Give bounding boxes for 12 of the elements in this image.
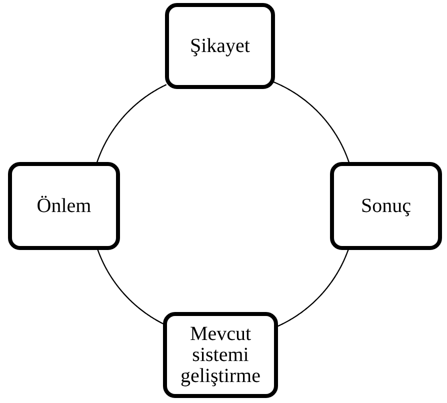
connector-arc [273, 81, 350, 164]
rounded-box [8, 162, 120, 250]
box-label: Önlem [36, 196, 92, 216]
connector-arc [96, 84, 167, 164]
rounded-box [163, 312, 278, 398]
rounded-box [330, 162, 442, 250]
connector-arc [276, 248, 350, 328]
connector-arc [96, 248, 164, 325]
rounded-box [165, 3, 275, 89]
box-label: Mevcut sistemi geliştirme [180, 324, 262, 386]
box-label: Sonuç [361, 196, 411, 216]
box-label: Şikayet [190, 36, 250, 56]
